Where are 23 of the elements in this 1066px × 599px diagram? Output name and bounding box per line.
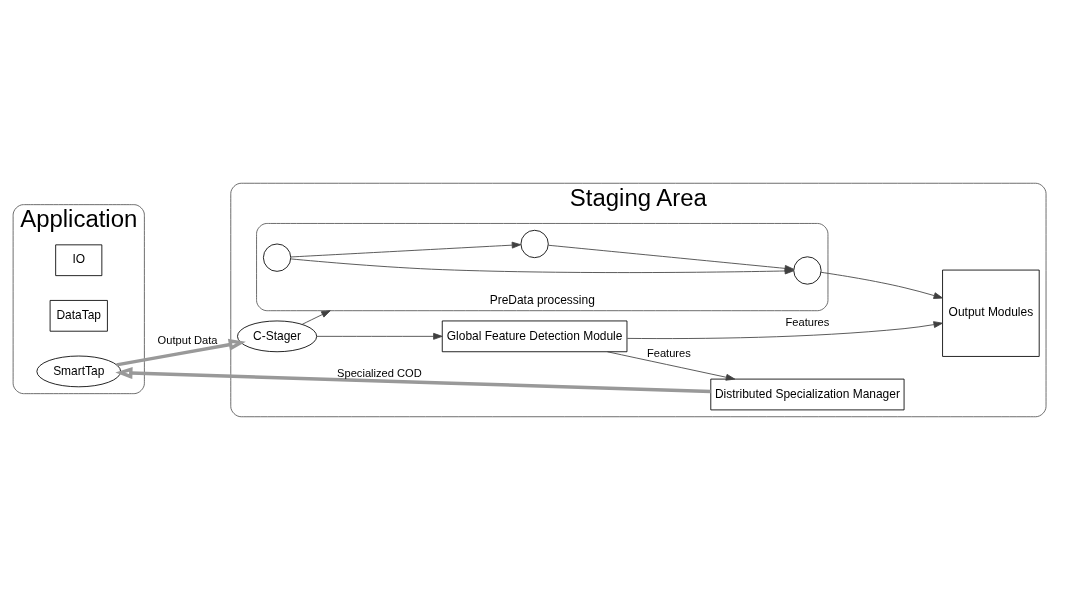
node-box: DataTap [49, 299, 108, 332]
node-box: Output Modules [942, 269, 1040, 357]
node-box: IO [55, 243, 103, 276]
arrow [116, 338, 246, 366]
node-circle [793, 255, 822, 285]
arrow [607, 350, 736, 381]
edge-label: Specialized COD [337, 366, 422, 379]
edge-label: Output Data [157, 333, 218, 346]
edge-label: Features [646, 346, 691, 359]
arrow [820, 271, 943, 299]
node-ellipse: SmartTap [36, 355, 122, 387]
cluster: PreData processing [256, 222, 829, 311]
node-circle [520, 229, 549, 258]
node-ellipse: C-Stager [237, 320, 318, 352]
arrow [115, 366, 711, 393]
edge-label: Features [785, 315, 830, 328]
node-box: Global Feature Detection Module [441, 320, 628, 352]
arrow [290, 241, 522, 257]
arrow [301, 309, 331, 325]
node-circle [262, 243, 292, 272]
node-box: Distributed Specialization Manager [710, 378, 905, 410]
arrow [316, 332, 443, 340]
arrow [626, 320, 943, 339]
